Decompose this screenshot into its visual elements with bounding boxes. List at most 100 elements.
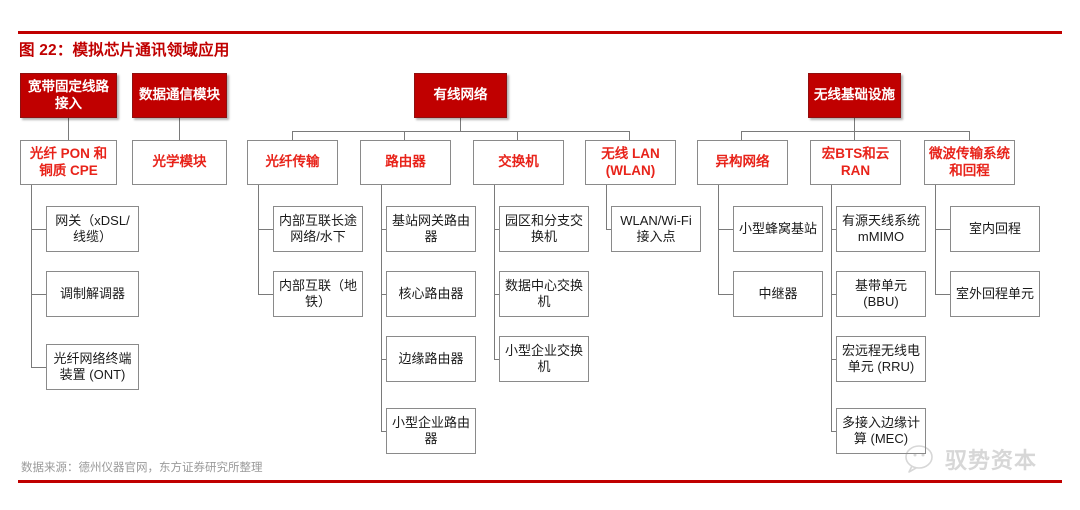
connector-wired-to-router xyxy=(404,131,405,140)
leaf-label: 小型蜂窝基站 xyxy=(738,220,817,236)
connector-branch-indoor xyxy=(935,229,950,230)
header-label: 宽带固定线路接入 xyxy=(28,78,109,111)
category-label: 异构网络 xyxy=(715,154,770,170)
leaf-aas-mmimo[interactable]: 有源天线系统mMIMO xyxy=(836,206,926,252)
leaf-label: 内部互联（地铁） xyxy=(278,277,357,309)
connector-broadband-to-fiberpon xyxy=(68,118,69,140)
wechat-icon xyxy=(905,445,933,473)
leaf-smb-switch[interactable]: 小型企业交换机 xyxy=(499,336,589,382)
connector-wired-to-wlan xyxy=(629,131,630,140)
category-microwave-backhaul[interactable]: 微波传输系统和回程 xyxy=(924,140,1015,185)
leaf-label: WLAN/Wi-Fi 接入点 xyxy=(620,212,692,244)
leaf-label: 基站网关路由器 xyxy=(391,212,470,244)
header-label: 数据通信模块 xyxy=(139,87,220,103)
leaf-label: 数据中心交换机 xyxy=(504,277,583,309)
leaf-label: 内部互联长途网络/水下 xyxy=(278,212,357,244)
leaf-data-center-switch[interactable]: 数据中心交换机 xyxy=(499,271,589,317)
leaf-smb-router[interactable]: 小型企业路由器 xyxy=(386,408,476,454)
leaf-label: 小型企业交换机 xyxy=(504,342,583,374)
leaf-label: 小型企业路由器 xyxy=(391,414,470,446)
leaf-mec[interactable]: 多接入边缘计算 (MEC) xyxy=(836,408,926,454)
leaf-gateway-xdsl-cable[interactable]: 网关（xDSL/线缆） xyxy=(46,206,139,252)
top-divider xyxy=(18,31,1062,34)
leaf-small-cell[interactable]: 小型蜂窝基站 xyxy=(733,206,823,252)
connector-branch-smallcell xyxy=(718,229,733,230)
leaf-label: 室外回程单元 xyxy=(955,285,1034,301)
category-label: 光学模块 xyxy=(152,154,207,170)
connector-branch-modem xyxy=(31,294,46,295)
header-wireless-infrastructure[interactable]: 无线基础设施 xyxy=(808,73,901,118)
watermark-text: 驭势资本 xyxy=(945,448,1038,473)
category-label: 宏BTS和云RAN xyxy=(821,145,890,178)
leaf-cell-site-gateway-router[interactable]: 基站网关路由器 xyxy=(386,206,476,252)
connector-wireless-stem xyxy=(854,118,855,131)
connector-trunk-switch xyxy=(494,185,495,359)
connector-wireless-bus xyxy=(741,131,969,132)
category-wireless-lan[interactable]: 无线 LAN (WLAN) xyxy=(585,140,676,185)
leaf-wlan-wifi-ap[interactable]: WLAN/Wi-Fi 接入点 xyxy=(611,206,701,252)
leaf-core-router[interactable]: 核心路由器 xyxy=(386,271,476,317)
leaf-indoor-backhaul[interactable]: 室内回程 xyxy=(950,206,1040,252)
leaf-label: 中继器 xyxy=(758,285,798,301)
leaf-repeater[interactable]: 中继器 xyxy=(733,271,823,317)
leaf-edge-router[interactable]: 边缘路由器 xyxy=(386,336,476,382)
connector-branch-longhaul xyxy=(258,229,273,230)
category-switch[interactable]: 交换机 xyxy=(473,140,564,185)
page-title: 图 22：模拟芯片通讯领域应用 xyxy=(19,42,230,59)
connector-datacomm-to-optical xyxy=(179,118,180,140)
leaf-label: 园区和分支交换机 xyxy=(504,212,583,244)
leaf-label: 边缘路由器 xyxy=(398,350,464,366)
category-label: 交换机 xyxy=(498,154,539,170)
category-label: 光纤 PON 和铜质 CPE xyxy=(29,145,108,178)
connector-trunk-wlan xyxy=(606,185,607,229)
leaf-label: 基带单元 (BBU) xyxy=(854,277,907,309)
connector-wireless-to-macro xyxy=(854,131,855,140)
leaf-label: 多接入边缘计算 (MEC) xyxy=(841,414,920,446)
leaf-label: 调制解调器 xyxy=(59,285,125,301)
leaf-rru[interactable]: 宏远程无线电单元 (RRU) xyxy=(836,336,926,382)
category-label: 光纤传输 xyxy=(265,154,320,170)
connector-wired-to-fiber xyxy=(292,131,293,140)
leaf-campus-branch-switch[interactable]: 园区和分支交换机 xyxy=(499,206,589,252)
connector-trunk-fiberpon xyxy=(31,185,32,367)
connector-branch-gateway xyxy=(31,229,46,230)
leaf-bbu[interactable]: 基带单元 (BBU) xyxy=(836,271,926,317)
category-label: 路由器 xyxy=(385,154,426,170)
leaf-internal-metro[interactable]: 内部互联（地铁） xyxy=(273,271,363,317)
connector-branch-ont xyxy=(31,367,46,368)
leaf-label: 核心路由器 xyxy=(398,285,464,301)
connector-branch-metro xyxy=(258,294,273,295)
category-label: 微波传输系统和回程 xyxy=(929,145,1010,178)
leaf-label: 宏远程无线电单元 (RRU) xyxy=(841,342,920,374)
bottom-divider xyxy=(18,480,1062,483)
leaf-label: 网关（xDSL/线缆） xyxy=(55,212,130,244)
connector-trunk-microwave xyxy=(935,185,936,294)
header-broadband-fixed-line[interactable]: 宽带固定线路接入 xyxy=(20,73,117,118)
header-label: 无线基础设施 xyxy=(814,87,895,103)
leaf-internal-longhaul-subsea[interactable]: 内部互联长途网络/水下 xyxy=(273,206,363,252)
header-wired-network[interactable]: 有线网络 xyxy=(414,73,507,118)
header-label: 有线网络 xyxy=(433,87,488,103)
category-router[interactable]: 路由器 xyxy=(360,140,451,185)
connector-trunk-fibertrans xyxy=(258,185,259,294)
connector-trunk-macro xyxy=(831,185,832,431)
leaf-label: 室内回程 xyxy=(968,220,1021,236)
category-heterogeneous-network[interactable]: 异构网络 xyxy=(697,140,788,185)
leaf-modem[interactable]: 调制解调器 xyxy=(46,271,139,317)
category-macro-bts-cloud-ran[interactable]: 宏BTS和云RAN xyxy=(810,140,901,185)
leaf-outdoor-backhaul-unit[interactable]: 室外回程单元 xyxy=(950,271,1040,317)
connector-wireless-to-het xyxy=(741,131,742,140)
category-fiber-transmission[interactable]: 光纤传输 xyxy=(247,140,338,185)
connector-branch-outdoor xyxy=(935,294,950,295)
connector-wireless-to-microwave xyxy=(969,131,970,140)
category-optical-module[interactable]: 光学模块 xyxy=(132,140,227,185)
category-label: 无线 LAN (WLAN) xyxy=(601,145,660,178)
connector-trunk-het xyxy=(718,185,719,294)
category-fiber-pon-copper-cpe[interactable]: 光纤 PON 和铜质 CPE xyxy=(20,140,117,185)
connector-branch-repeater xyxy=(718,294,733,295)
connector-wired-stem xyxy=(460,118,461,131)
leaf-ont[interactable]: 光纤网络终端装置 (ONT) xyxy=(46,344,139,390)
watermark: 驭势资本 xyxy=(905,443,1037,475)
header-data-comm-module[interactable]: 数据通信模块 xyxy=(132,73,227,118)
